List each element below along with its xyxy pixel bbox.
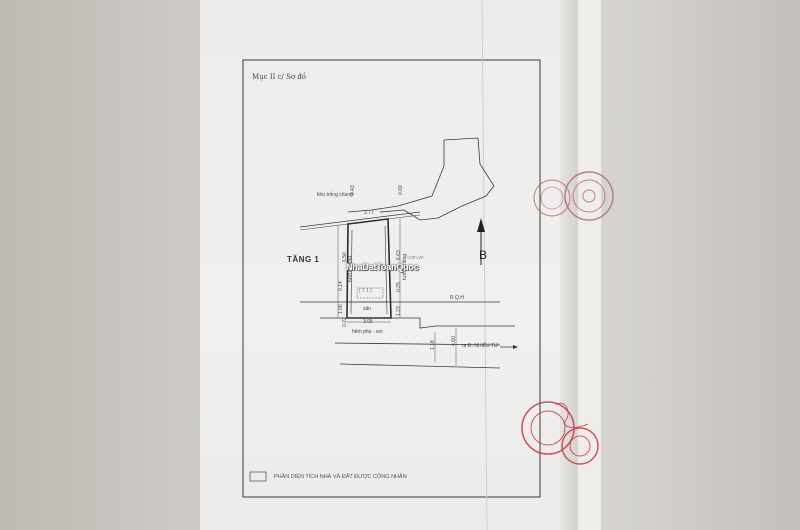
dim-top-width: 2.77 (364, 210, 374, 216)
floor-label: TẦNG 1 (287, 255, 320, 264)
dim-top-left: 0.43 (350, 185, 356, 195)
room-marker (356, 287, 384, 299)
dim-low-right: 1.23 (396, 306, 402, 316)
road-label: ra Đ. NHIÊU TỨ (462, 343, 499, 349)
alley-line-top (320, 317, 515, 329)
document-sheet (200, 0, 570, 530)
sheet-edge (560, 0, 578, 530)
north-arrow-label: B (479, 248, 488, 262)
section-label: Mục II c/ Sơ đồ (252, 73, 307, 81)
neighbour-outline-left (347, 140, 445, 213)
dim-corner: 0.22 (342, 317, 348, 327)
legend-swatch (249, 471, 267, 482)
setback-label: R.Q.H (450, 295, 464, 301)
common-space-label: khu trống chung (317, 192, 353, 198)
page-frame (242, 59, 541, 498)
stamp-top (564, 171, 614, 221)
road-arrow-head (513, 345, 518, 349)
watermark-domain: .com.vn (406, 255, 424, 261)
north-arrow-head (477, 218, 485, 232)
fold-line (481, 0, 488, 530)
wall-right-inner (384, 225, 388, 315)
dim-alley-depth: 1.18 (430, 340, 436, 350)
legend-text: PHẦN DIỆN TÍCH NHÀ VÀ ĐẤT ĐƯỢC CÔNG NHẬN (274, 474, 407, 480)
dim-mid-left: 0.14 (338, 281, 344, 291)
room-mark: [ T 1 ] (359, 288, 372, 294)
alley-line-bottom (334, 342, 501, 346)
alley-label: hẻm phụ - xm (352, 329, 383, 335)
background-left (0, 0, 205, 530)
stamp-bottom (521, 401, 599, 465)
common-space-line-top (299, 211, 421, 228)
dim-low-left: 1.06 (338, 304, 344, 314)
dim-top-right: 0.69 (398, 185, 404, 195)
wall-left-inner (350, 229, 353, 315)
road-line (339, 363, 501, 369)
yard-label: sân (363, 306, 372, 312)
signature-scribble (555, 402, 589, 428)
stamp-mid (533, 179, 571, 217)
neighbour-outline-right (379, 137, 495, 221)
dim-mid-right: 0.25 (396, 282, 402, 292)
background-right (590, 0, 800, 530)
watermark-brand: NhaDatToanQuoc (346, 262, 419, 272)
dim-bottom-width: 3.05 (363, 319, 373, 325)
dim-road-width: 4.60 (451, 336, 457, 346)
